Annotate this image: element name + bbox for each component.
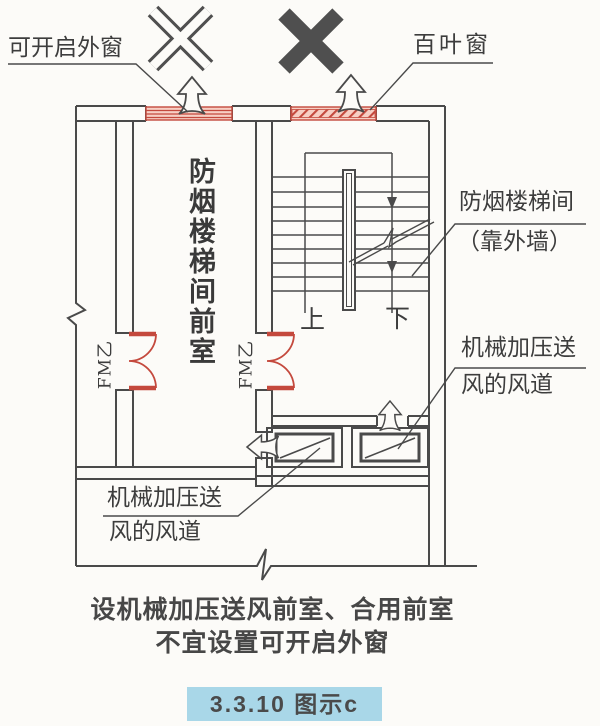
duct-left-damper <box>279 437 331 459</box>
label-duct-right-line2: 风的风道 <box>461 372 553 398</box>
stair-handrail-inner <box>346 173 352 307</box>
label-fire-door-1: FM乙 <box>95 339 116 390</box>
label-stairwell-line2: （靠外墙） <box>457 229 572 255</box>
airflow-up-arrow-icon <box>336 74 366 113</box>
walls <box>66 105 477 581</box>
label-stairwell-line1: 防烟楼梯间 <box>459 189 574 215</box>
leader-lines <box>8 62 586 517</box>
label-stair-down: 下 <box>385 304 411 333</box>
air-ducts <box>266 427 429 468</box>
duct-right-inner <box>359 432 421 463</box>
label-duct-right-line1: 机械加压送 <box>461 335 576 361</box>
door-swing-arcs <box>128 333 295 389</box>
leader-openable-window <box>8 63 189 113</box>
front-room-bottom-wall <box>76 466 256 480</box>
front-room-left-wall <box>115 121 134 467</box>
leader-duct-left <box>103 447 321 517</box>
stair-handrail <box>342 169 356 311</box>
bottom-cut-line <box>76 548 477 581</box>
airflow-left-arrow-icon <box>246 434 280 460</box>
front-room-right-wall <box>255 121 273 334</box>
leader-louver-window <box>369 62 493 111</box>
duct-right-damper <box>364 437 416 459</box>
label-louver-window: 百叶窗 <box>413 32 491 58</box>
windows <box>145 106 377 121</box>
x-outline-icon-core <box>149 7 212 70</box>
stair-direction-arrowhead <box>387 261 397 273</box>
staircase <box>272 152 435 313</box>
stair-break-line <box>348 218 435 266</box>
prohibition-marks <box>147 5 344 74</box>
label-duct-left-line2: 风的风道 <box>109 519 201 545</box>
louver-window-hatch <box>291 109 376 118</box>
duct-zone-bottom-wall <box>256 475 429 487</box>
label-duct-left-line1: 机械加压送 <box>107 485 222 511</box>
caption-line1: 设机械加压送风前室、合用前室 <box>90 596 455 624</box>
leader-stairwell <box>411 223 586 277</box>
wall-pier <box>255 389 273 433</box>
left-exterior-wall <box>66 106 87 566</box>
leader-duct-right <box>397 367 586 450</box>
caption: 设机械加压送风前室、合用前室 不宜设置可开启外窗 <box>0 594 545 660</box>
stair-direction-arrowhead <box>387 197 397 209</box>
wall-pier <box>255 457 273 487</box>
airflow-up-arrow-icon <box>177 76 207 115</box>
label-stair-up: 上 <box>300 305 326 334</box>
caption-line2: 不宜设置可开启外窗 <box>155 629 390 657</box>
label-openable-window: 可开启外窗 <box>8 35 123 61</box>
door-leaf-bars <box>129 331 294 391</box>
airflow-up-arrow-icon <box>378 400 402 432</box>
label-front-room: 防烟楼梯间前室 <box>184 157 215 367</box>
stair-bottom-wall <box>272 415 429 427</box>
x-solid-icon <box>278 8 344 74</box>
figure-number-badge: 3.3.10 图示c <box>187 687 382 721</box>
fire-doors <box>128 331 295 391</box>
right-exterior-wall <box>428 106 446 566</box>
top-exterior-wall <box>76 105 445 122</box>
label-fire-door-2: FM乙 <box>236 339 257 390</box>
